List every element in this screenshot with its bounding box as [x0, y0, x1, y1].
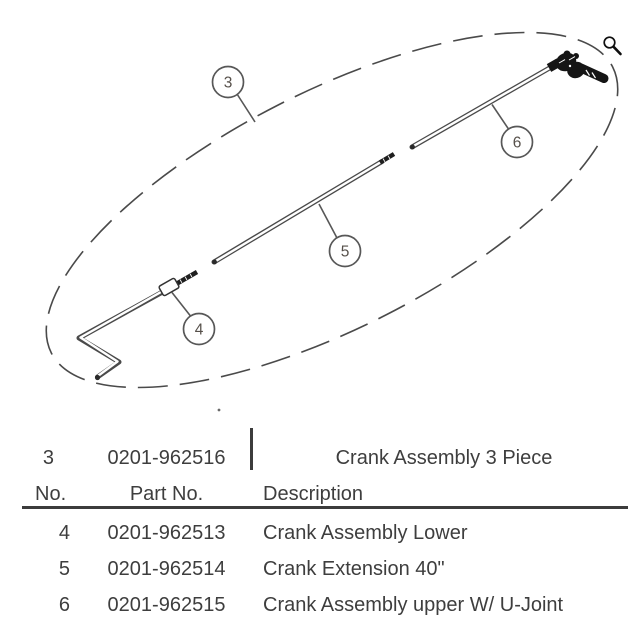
row-no: 4	[58, 522, 70, 544]
callout-4: 4	[171, 292, 216, 346]
speck-artifact	[217, 408, 221, 412]
header-rule	[22, 506, 628, 509]
row-description: Crank Extension 40"	[263, 558, 445, 580]
assembly-boundary-ellipse	[45, 31, 619, 389]
summary-no: 3	[42, 447, 54, 469]
callout-3-number: 3	[224, 75, 233, 92]
callout-5: 5	[318, 203, 362, 268]
header-description: Description	[263, 483, 364, 505]
row-description: Crank Assembly Lower	[263, 522, 468, 544]
row-part-no: 0201-962513	[107, 522, 226, 544]
leader-line-4	[171, 292, 192, 317]
extension-rod-part	[211, 152, 396, 265]
leader-line-5	[318, 203, 338, 239]
magnifier-icon[interactable]	[603, 36, 622, 56]
row-description: Crank Assembly upper W/ U-Joint	[263, 594, 564, 616]
parts-diagram: 3 4 5 6	[45, 31, 622, 412]
header-no: No.	[35, 483, 67, 505]
leader-line-3	[236, 93, 256, 123]
coupler-sleeve	[158, 277, 180, 297]
crank-lower-part	[76, 270, 199, 381]
header-part-no: Part No.	[129, 483, 204, 505]
callout-6: 6	[491, 104, 534, 159]
callout-3: 3	[211, 65, 256, 123]
summary-description: Crank Assembly 3 Piece	[335, 447, 553, 469]
leader-line-6	[491, 104, 510, 130]
rod-end-cap	[212, 259, 217, 265]
row-part-no: 0201-962515	[107, 594, 226, 616]
callout-4-number: 4	[195, 322, 204, 339]
summary-part-no: 0201-962516	[107, 447, 226, 469]
row-no: 5	[58, 558, 70, 580]
callout-6-number: 6	[513, 135, 522, 152]
u-joint	[546, 50, 609, 83]
callout-5-number: 5	[341, 244, 350, 261]
row-part-no: 0201-962514	[107, 558, 226, 580]
summary-divider	[250, 428, 253, 470]
row-no: 6	[58, 594, 70, 616]
rod-end-cap	[410, 144, 415, 150]
upper-rod-part	[409, 50, 609, 150]
handle-end-cap	[94, 374, 101, 381]
